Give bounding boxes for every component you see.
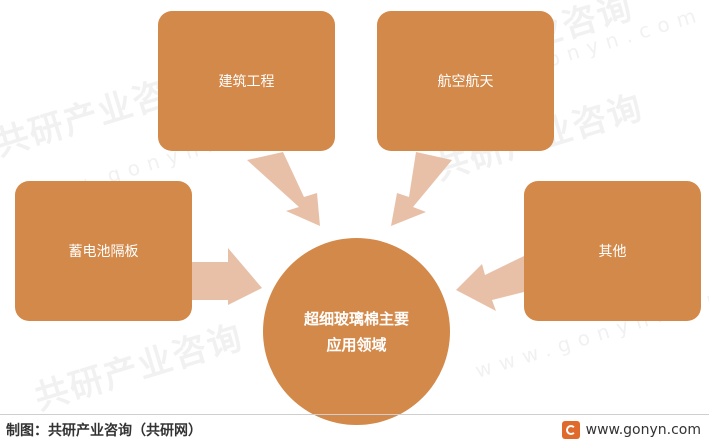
brand-footer: www.gonyn.com: [561, 421, 701, 439]
arrow-from-construction: [247, 152, 320, 226]
site-url: www.gonyn.com: [585, 422, 701, 438]
gonyn-logo-icon: [561, 421, 580, 439]
node-aerospace: 航空航天: [377, 11, 554, 151]
center-title-line2: 应用领域: [326, 335, 387, 354]
arrow-from-aerospace: [391, 152, 452, 226]
node-construction: 建筑工程: [158, 11, 335, 151]
footer-divider: [0, 414, 709, 415]
node-label: 蓄电池隔板: [68, 244, 139, 260]
arrow-from-other: [456, 256, 524, 311]
center-node: 超细玻璃棉主要 应用领域: [263, 238, 450, 425]
source-credit: 制图：共研产业咨询（共研网）: [6, 423, 202, 439]
node-label: 其他: [598, 244, 627, 260]
node-label: 航空航天: [437, 74, 494, 90]
arrow-from-battery: [192, 248, 262, 305]
node-battery-separator: 蓄电池隔板: [15, 181, 192, 321]
node-label: 建筑工程: [218, 74, 275, 90]
center-title-line1: 超细玻璃棉主要: [303, 309, 409, 328]
node-other: 其他: [524, 181, 701, 321]
